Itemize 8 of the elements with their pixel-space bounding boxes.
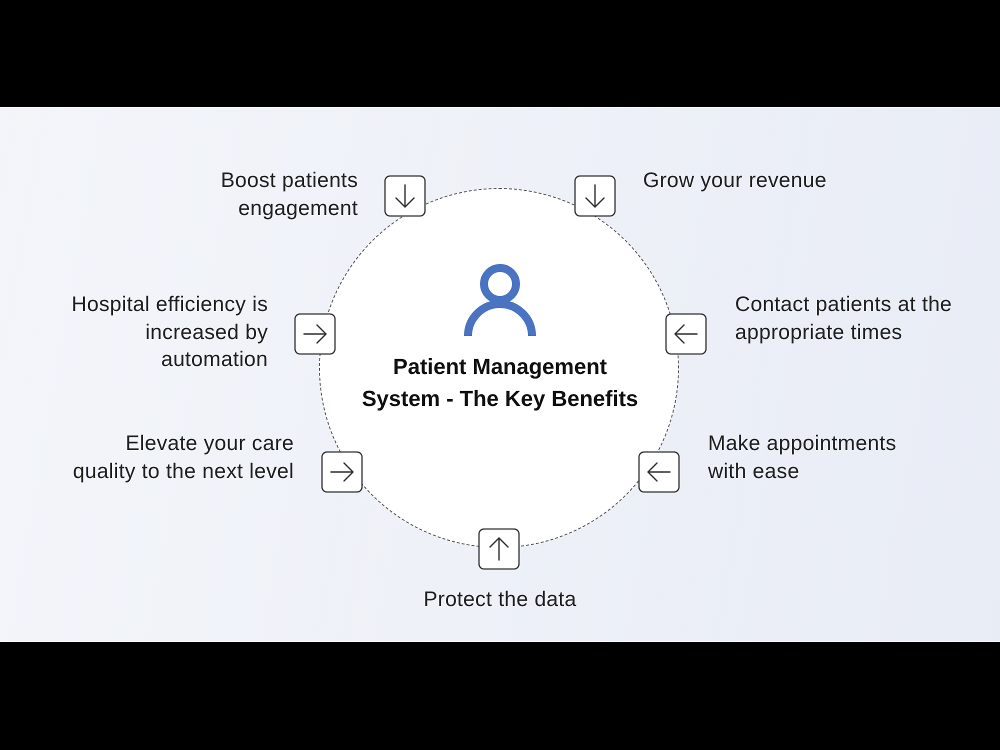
benefit-text: Grow your revenue	[643, 168, 828, 194]
benefit-text: Elevate your care quality to the next level	[72, 431, 294, 484]
benefit-text: Hospital efficiency is increased by automation	[70, 292, 268, 373]
center-heading: Patient Management System - The Key Benefits	[360, 353, 640, 413]
benefit-text: Boost patients engagement	[220, 168, 358, 222]
benefit-text: Make appointments with ease	[708, 431, 898, 484]
benefit-text: Protect the data	[422, 587, 578, 613]
benefit-text: Contact patients at the appropriate times	[735, 292, 954, 346]
